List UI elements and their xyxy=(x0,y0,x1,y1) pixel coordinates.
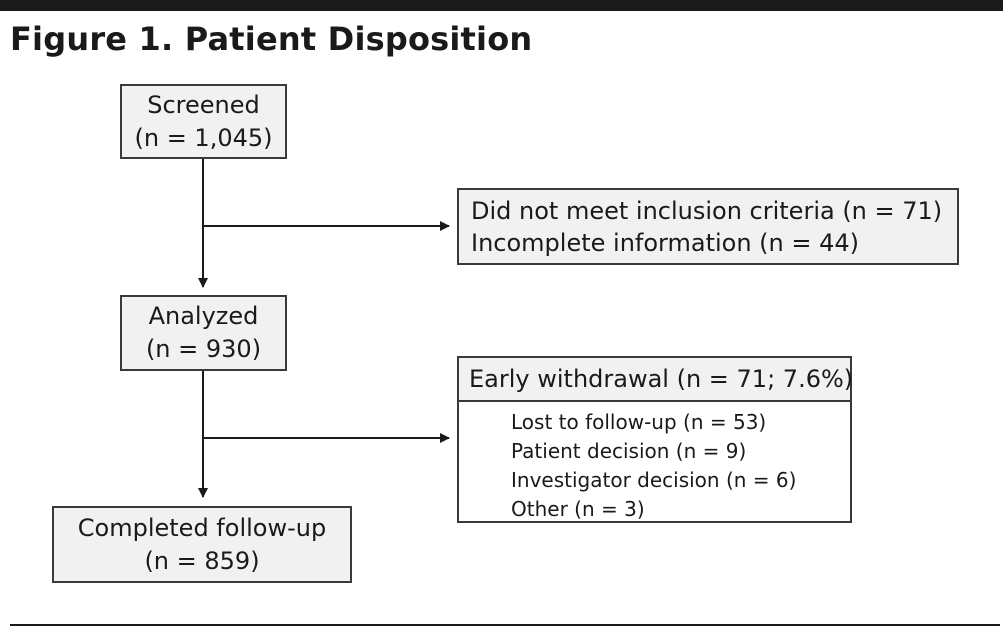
figure-title: Figure 1. Patient Disposition xyxy=(10,20,533,58)
withdrawal-reason-item: Patient decision (n = 9) xyxy=(511,439,747,463)
screened-box: Screened (n = 1,045) xyxy=(120,84,287,159)
withdrawal-reason-item: Lost to follow-up (n = 53) xyxy=(511,410,767,434)
excluded-incomplete-text: Incomplete information (n = 44) xyxy=(471,228,860,257)
withdrawal-reasons-list: Lost to follow-up (n = 53) Patient decis… xyxy=(459,402,850,524)
withdrawal-box: Early withdrawal (n = 71; 7.6%) Lost to … xyxy=(457,356,853,524)
completed-count: (n = 859) xyxy=(144,546,260,575)
top-rule xyxy=(0,0,1003,11)
screened-label: Screened xyxy=(147,90,260,119)
completed-label: Completed follow-up xyxy=(77,513,327,542)
analyzed-label: Analyzed xyxy=(148,302,259,330)
withdrawal-reason-item: Other (n = 3) xyxy=(511,497,645,521)
excluded-criteria-text: Did not meet inclusion criteria (n = 71) xyxy=(471,196,943,225)
completed-box: Completed follow-up (n = 859) xyxy=(52,506,352,583)
withdrawal-heading: Early withdrawal (n = 71; 7.6%) xyxy=(459,358,853,402)
screened-count: (n = 1,045) xyxy=(134,123,273,152)
analyzed-count: (n = 930) xyxy=(145,335,262,363)
excluded-box: Did not meet inclusion criteria (n = 71)… xyxy=(457,188,959,265)
bottom-rule xyxy=(10,624,1000,626)
analyzed-box: Analyzed (n = 930) xyxy=(120,295,287,371)
withdrawal-reason-item: Investigator decision (n = 6) xyxy=(511,468,797,492)
